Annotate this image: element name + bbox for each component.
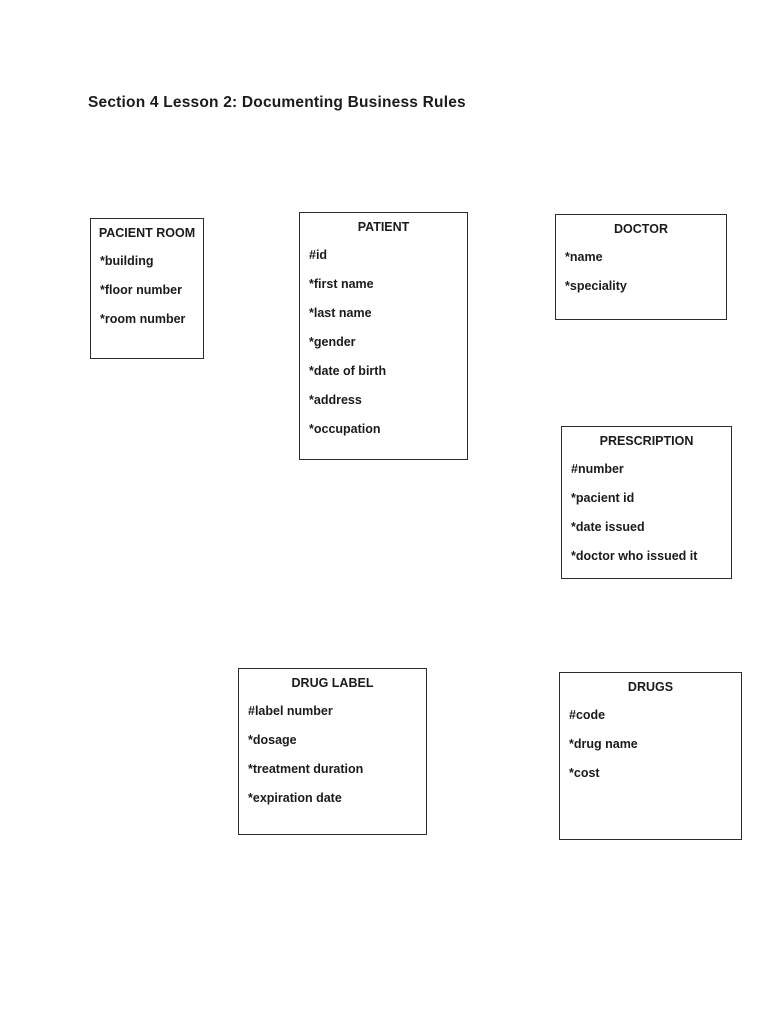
page-title: Section 4 Lesson 2: Documenting Business… bbox=[88, 94, 466, 111]
entity-attribute: *cost bbox=[569, 766, 600, 780]
entity-attribute: *building bbox=[100, 254, 154, 268]
entity-attribute: *speciality bbox=[565, 279, 627, 293]
entity-box-prescription: PRESCRIPTION #number *pacient id *date issu… bbox=[561, 426, 732, 579]
entity-title-prescription: PRESCRIPTION bbox=[599, 434, 694, 448]
entity-box-drug-label: DRUG LABEL #label number *dosage *treatment… bbox=[238, 668, 427, 835]
entity-box-drugs: DRUGS #code *drug name *cost bbox=[559, 672, 742, 840]
entity-attribute: *expiration date bbox=[248, 791, 342, 805]
entity-attribute: *address bbox=[309, 393, 362, 407]
entity-attribute: *treatment duration bbox=[248, 762, 364, 776]
entity-attribute: *dosage bbox=[248, 733, 297, 747]
entity-attribute: *first name bbox=[309, 277, 374, 291]
entity-box-doctor: DOCTOR *name *speciality bbox=[555, 214, 727, 320]
entity-attribute: *date issued bbox=[571, 520, 645, 534]
entity-box-pacient-room: PACIENT ROOM *building *floor number *room … bbox=[90, 218, 204, 359]
entity-box-patient: PATIENT #id *first name *last name *gender *d… bbox=[299, 212, 468, 460]
entity-title-drugs: DRUGS bbox=[627, 680, 674, 694]
entity-title-doctor: DOCTOR bbox=[614, 222, 668, 236]
entity-attribute: *last name bbox=[309, 306, 372, 320]
entity-title-drug-label: DRUG LABEL bbox=[291, 676, 374, 690]
entity-attribute: #code bbox=[569, 708, 606, 722]
entity-attribute: *pacient id bbox=[571, 491, 635, 505]
entity-attribute: *floor number bbox=[100, 283, 182, 297]
entity-attribute: *date of birth bbox=[309, 364, 387, 378]
entity-attribute: *gender bbox=[309, 335, 356, 349]
entity-attribute: *drug name bbox=[569, 737, 638, 751]
entity-title-pacient-room: PACIENT ROOM bbox=[98, 226, 196, 240]
entity-attribute: *occupation bbox=[309, 422, 381, 436]
entity-attribute: #label number bbox=[248, 704, 333, 718]
entity-attribute: *name bbox=[565, 250, 603, 264]
entity-attribute: #number bbox=[571, 462, 624, 476]
entity-attribute: *doctor who issued it bbox=[571, 549, 698, 563]
entity-title-patient: PATIENT bbox=[357, 220, 410, 234]
entity-attribute: #id bbox=[309, 248, 328, 262]
entity-attribute: *room number bbox=[100, 312, 186, 326]
